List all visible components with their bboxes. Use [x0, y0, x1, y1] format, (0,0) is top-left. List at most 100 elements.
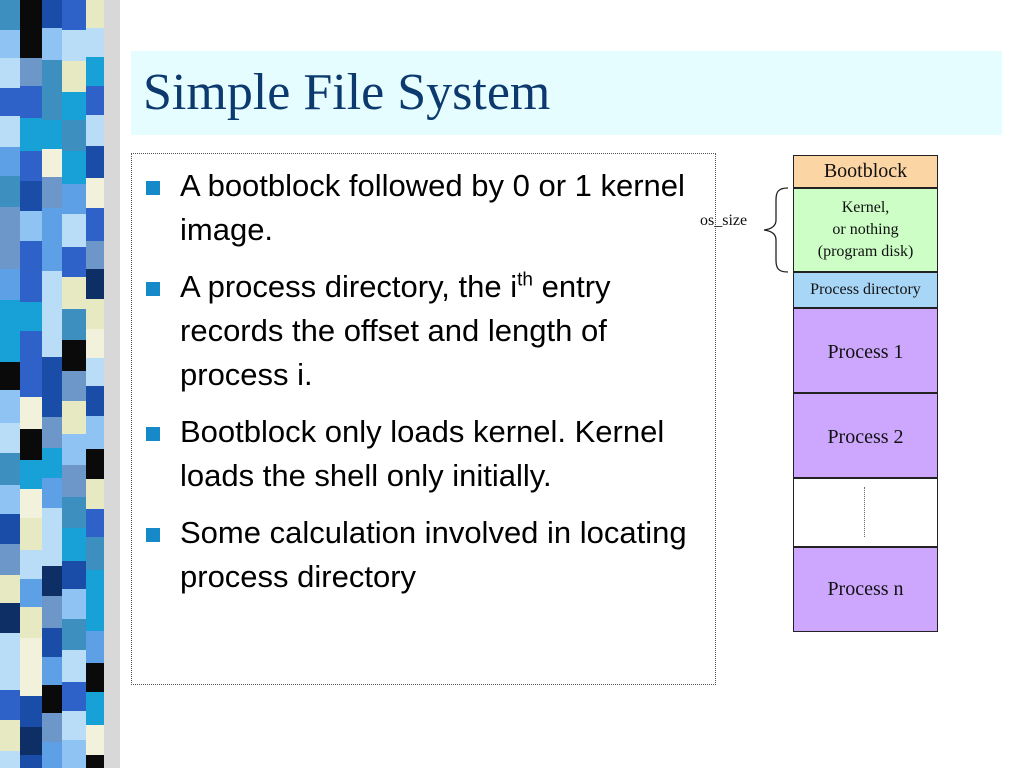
stripe-segment: [0, 58, 20, 88]
stripe-segment: [20, 0, 42, 28]
stripe-segment: [20, 518, 42, 550]
stripe-segment: [86, 269, 108, 299]
square-bullet-icon: [146, 427, 160, 441]
stripe-segment: [86, 329, 108, 358]
stripe-segment: [42, 566, 62, 596]
title-bar: Simple File System: [131, 51, 1002, 135]
stripe-segment: [20, 489, 42, 518]
stripe-segment: [62, 120, 86, 151]
stripe-segment: [20, 550, 42, 579]
stripe-segment: [20, 755, 42, 768]
stripe-segment: [20, 211, 42, 241]
stripe-segment: [0, 300, 20, 329]
bullet-text: Bootblock only loads kernel. Kernel load…: [180, 414, 665, 493]
stripe-segment: [20, 28, 42, 58]
stripe-segment: [86, 570, 108, 601]
bullet-item: Some calculation involved in locating pr…: [142, 511, 702, 599]
stripe-segment: [62, 151, 86, 184]
stripe-segment: [62, 340, 86, 371]
stripe-segment: [0, 720, 20, 751]
stripe-segment: [20, 460, 42, 489]
stripe-segment: [62, 561, 86, 589]
stripe-segment: [0, 147, 20, 176]
stripe-segment: [20, 270, 42, 302]
stripe-segment: [62, 682, 86, 711]
stripe-segment: [86, 86, 108, 115]
stripe-segment: [62, 711, 86, 740]
stripe-segment: [20, 58, 42, 86]
stripe-segment: [20, 331, 42, 364]
stripe-segment: [86, 358, 108, 386]
stripe-segment: [20, 696, 42, 727]
bullet-item: Bootblock only loads kernel. Kernel load…: [142, 410, 702, 498]
stripe-segment: [0, 237, 20, 269]
stripe-segment: [42, 389, 62, 417]
process-2-block: Process 2: [793, 393, 938, 478]
kernel-label: Kernel, or nothing (program disk): [818, 197, 914, 263]
stripe-segment: [20, 727, 42, 755]
bullet-item: A process directory, the ith entry recor…: [142, 265, 702, 397]
bootblock-block: Bootblock: [793, 155, 938, 188]
stripe-segment: [86, 755, 108, 768]
square-bullet-icon: [146, 181, 160, 195]
bullet-text: A bootblock followed by 0 or 1 kernel im…: [180, 168, 685, 247]
stripe-segment: [20, 302, 42, 331]
stripe-segment: [20, 607, 42, 638]
stripe-segment: [86, 601, 108, 631]
stripe-segment: [42, 417, 62, 448]
stripe-segment: [62, 401, 86, 434]
stripe-segment: [0, 453, 20, 485]
decorative-stripe-border: [0, 0, 120, 768]
stripe-segment: [0, 485, 20, 514]
stripe-segment: [86, 57, 108, 86]
stripe-segment: [62, 0, 86, 30]
stripe-segment: [62, 740, 86, 768]
stripe-segment: [0, 329, 20, 362]
bullet-item: A bootblock followed by 0 or 1 kernel im…: [142, 164, 702, 252]
stripe-segment: [20, 241, 42, 270]
continuation-line: [864, 487, 865, 537]
stripe-segment: [42, 685, 62, 713]
stripe-segment: [20, 579, 42, 607]
stripe-segment: [86, 663, 108, 692]
stripe-segment: [20, 181, 42, 211]
stripe-segment: [62, 30, 86, 61]
kernel-label-line: Kernel,: [841, 199, 890, 216]
stripe-shadow: [104, 0, 120, 768]
kernel-label-line: (program disk): [817, 243, 914, 260]
stripe-segment: [0, 544, 20, 575]
stripe-segment: [42, 448, 62, 478]
stripe-segment: [86, 208, 108, 241]
stripe-segment: [62, 528, 86, 561]
stripe-segment: [0, 661, 20, 690]
stripe-segment: [0, 0, 20, 30]
stripe-segment: [42, 713, 62, 742]
stripe-segment: [86, 449, 108, 479]
stripe-segment: [0, 575, 20, 603]
stripe-segment: [20, 429, 42, 460]
stripe-segment: [0, 88, 20, 116]
stripe-segment: [42, 536, 62, 566]
stripe-segment: [42, 271, 62, 300]
stripe-segment: [20, 118, 42, 151]
stripe-segment: [42, 596, 62, 628]
process-2-label: Process 2: [827, 426, 904, 448]
stripe-segment: [62, 434, 86, 465]
stripe-segment: [42, 91, 62, 120]
stripe-segment: [86, 692, 108, 725]
slide-title: Simple File System: [143, 64, 551, 121]
stripe-segment: [62, 371, 86, 401]
bullet-text-part: entry records the offset and length of p…: [180, 269, 611, 392]
stripe-segment: [86, 241, 108, 269]
process-1-block: Process 1: [793, 308, 938, 393]
stripe-segment: [62, 650, 86, 682]
stripe-segment: [62, 309, 86, 340]
stripe-segment: [0, 207, 20, 237]
stripe-segment: [20, 364, 42, 397]
stripe-segment: [0, 269, 20, 300]
stripe-segment: [20, 397, 42, 429]
process-n-label: Process n: [827, 578, 904, 600]
process-directory-block: Process directory: [793, 272, 938, 308]
stripe-segment: [0, 633, 20, 661]
